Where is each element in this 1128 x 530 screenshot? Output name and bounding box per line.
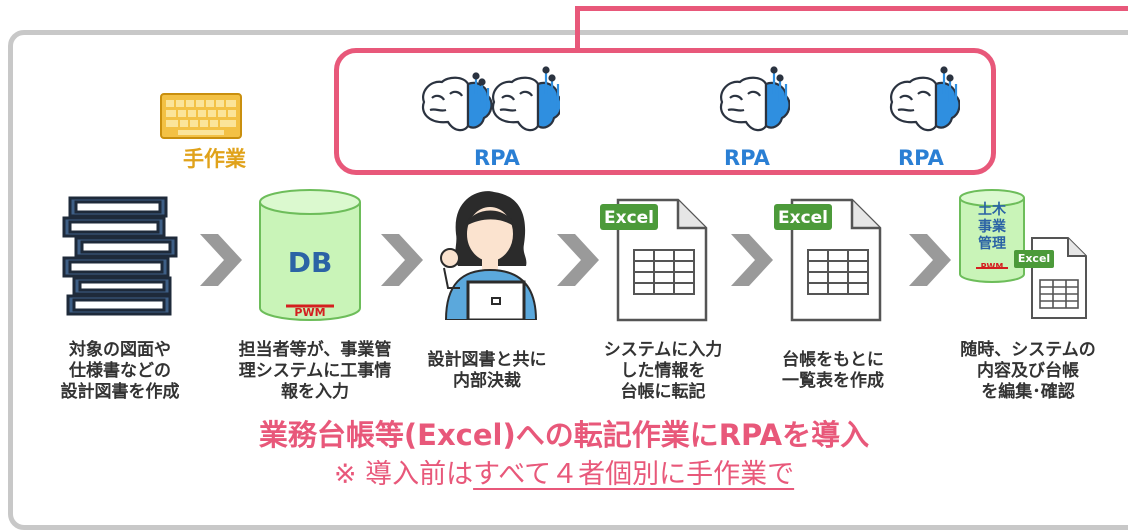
manual-work-label: 手作業 — [183, 147, 246, 171]
step-caption: 対象の図面や 仕様書などの 設計図書を作成 — [60, 340, 180, 402]
excel-label: Excel — [603, 208, 654, 228]
rpa-brain-icon — [889, 66, 960, 132]
ledger-database-icon — [959, 189, 1087, 319]
rpa-label: RPA — [724, 146, 770, 170]
subline: ※ 導入前はすべて４者個別に手作業で — [0, 452, 1128, 491]
flow-arrow-icon — [909, 234, 951, 286]
rpa-group-box — [334, 48, 996, 175]
database-icon — [259, 189, 361, 321]
excel-label: Excel — [777, 208, 828, 228]
step-caption: 設計図書と共に 内部決裁 — [427, 350, 547, 391]
flow-arrow-icon — [200, 234, 242, 286]
rpa-label: RPA — [474, 146, 520, 170]
excel-file-icon — [600, 198, 708, 322]
database-label: DB — [287, 246, 333, 279]
rpa-brain-icon-pair — [421, 66, 560, 132]
flow-arrow-icon — [381, 234, 423, 286]
keyboard-icon — [160, 93, 242, 139]
subline-prefix: ※ 導入前は — [333, 459, 474, 490]
pwm-label: PWM — [980, 262, 1004, 271]
excel-label: Excel — [1017, 252, 1051, 265]
connector-line-vertical — [575, 6, 580, 50]
flow-arrow-icon — [557, 234, 599, 286]
rpa-label: RPA — [898, 146, 944, 170]
rpa-brain-icon — [719, 66, 790, 132]
documents-stack-icon — [62, 196, 178, 316]
headline: 業務台帳等(Excel)への転記作業にRPAを導入 — [258, 418, 870, 452]
step-caption: 随時、システムの 内容及び台帳 を編集･確認 — [960, 340, 1096, 402]
pwm-label: PWM — [294, 306, 326, 319]
excel-file-icon — [774, 198, 882, 322]
ledger-label: 土木 事業 管理 — [978, 202, 1006, 252]
step-caption: 台帳をもとに 一覧表を作成 — [782, 350, 884, 391]
step-caption: システムに入力 した情報を 台帳に転記 — [603, 340, 723, 402]
flow-arrow-icon — [731, 234, 773, 286]
connector-line — [575, 6, 1128, 11]
subline-underlined: すべて４者個別に手作業で — [473, 459, 795, 490]
step-caption: 担当者等が、事業管 理システムに工事情 報を入力 — [238, 340, 392, 402]
approving-person-icon — [440, 191, 538, 320]
